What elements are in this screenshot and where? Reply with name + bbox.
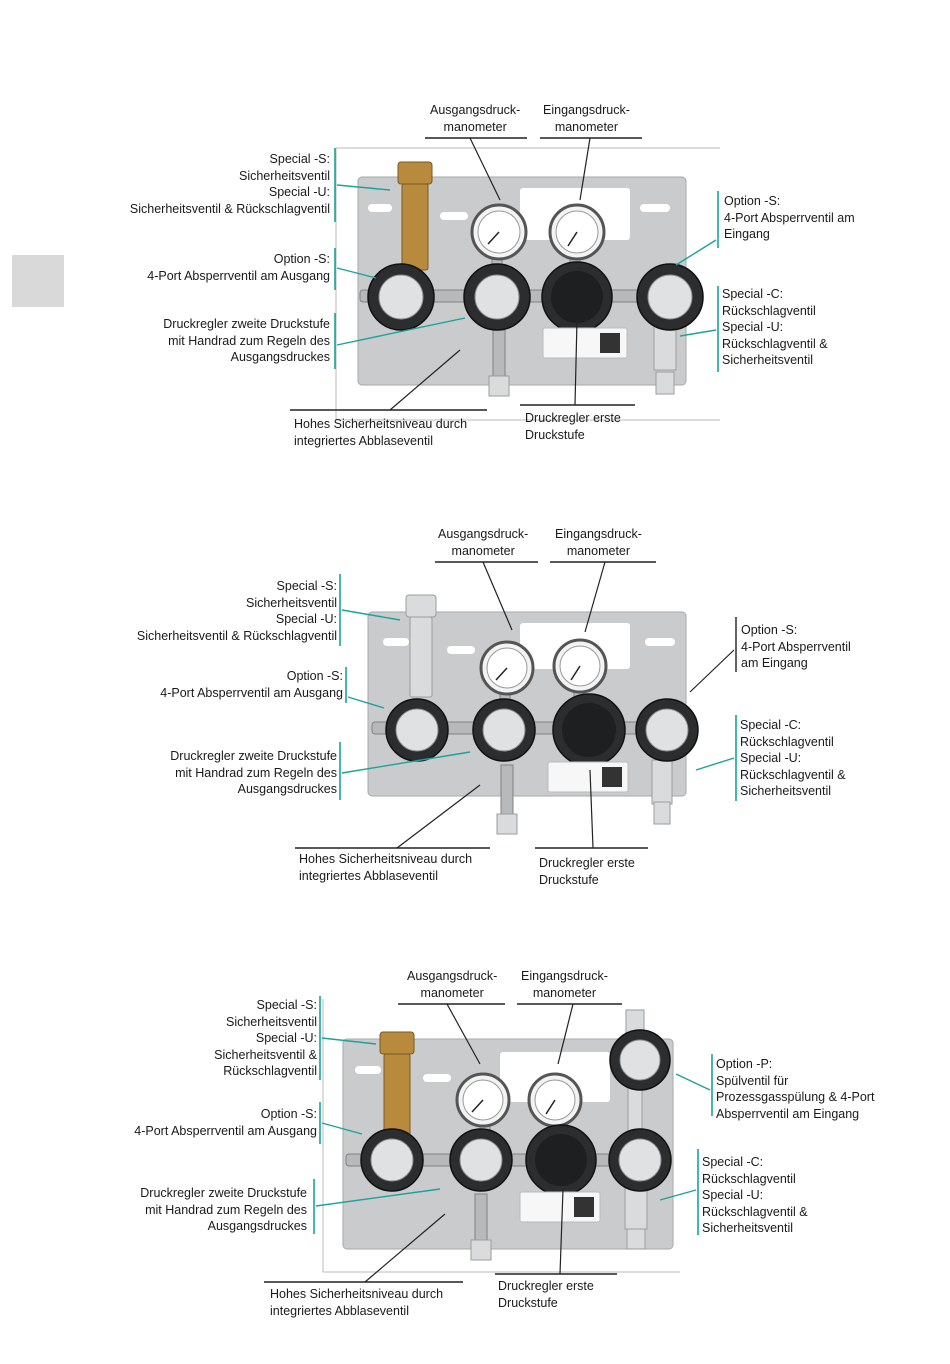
panel-3-illustration xyxy=(264,996,713,1283)
label-special-s-u: Special -S: Sicherheitsventil Special -U… xyxy=(136,579,337,643)
label-special-s-u: Special -S: Sicherheitsventil Special -U… xyxy=(129,152,330,216)
label-druckregler-erste-druckstufe: Druckregler erste Druckstufe xyxy=(498,1279,594,1310)
label-ausgangsdruck-manometer: Ausgangsdruck- manometer xyxy=(407,969,498,1000)
label-druckregler-erste-druckstufe: Druckregler erste Druckstufe xyxy=(525,411,621,442)
diagram-panel-1: Ausgangsdruck- manometer Eingangsdruck- … xyxy=(0,0,950,448)
label-option-s-eingang: Option -S: 4-Port Absperrventil am Einga… xyxy=(741,623,851,670)
label-druckregler-zweite-druckstufe: Druckregler zweite Druckstufe mit Handra… xyxy=(170,749,337,796)
chapter-tab-marker xyxy=(12,255,64,307)
label-special-c-u: Special -C: Rückschlagventil Special -U:… xyxy=(722,287,828,367)
label-option-p: Option -P: Spülventil für Prozessgasspül… xyxy=(716,1057,875,1121)
label-option-s-ausgang: Option -S: 4-Port Absperrventil am Ausga… xyxy=(160,669,343,700)
diagram-panel-2: Ausgangsdruck- manometer Eingangsdruck- … xyxy=(0,440,950,887)
label-druckregler-zweite-druckstufe: Druckregler zweite Druckstufe mit Handra… xyxy=(163,317,330,364)
diagram-panel-3: Ausgangsdruck- manometer Eingangsdruck- … xyxy=(0,924,950,1364)
label-option-s-ausgang: Option -S: 4-Port Absperrventil am Ausga… xyxy=(147,252,330,283)
label-hohes-sicherheitsniveau: Hohes Sicherheitsniveau durch integriert… xyxy=(270,1287,444,1318)
label-special-s-u: Special -S: Sicherheitsventil Special -U… xyxy=(214,998,317,1078)
label-druckregler-erste-druckstufe: Druckregler erste Druckstufe xyxy=(539,856,635,887)
label-option-s-ausgang: Option -S: 4-Port Absperrventil am Ausga… xyxy=(134,1107,317,1138)
label-hohes-sicherheitsniveau: Hohes Sicherheitsniveau durch integriert… xyxy=(299,852,473,883)
label-option-s-eingang: Option -S: 4-Port Absperrventil am Einga… xyxy=(724,194,855,241)
label-hohes-sicherheitsniveau: Hohes Sicherheitsniveau durch integriert… xyxy=(294,417,468,448)
label-druckregler-zweite-druckstufe: Druckregler zweite Druckstufe mit Handra… xyxy=(140,1186,307,1233)
label-eingangsdruck-manometer: Eingangsdruck- manometer xyxy=(543,103,630,134)
label-special-c-u: Special -C: Rückschlagventil Special -U:… xyxy=(740,718,846,798)
panel-2-illustration xyxy=(295,561,737,849)
panel-1-illustration xyxy=(290,137,720,421)
label-special-c-u: Special -C: Rückschlagventil Special -U:… xyxy=(702,1155,808,1235)
label-eingangsdruck-manometer: Eingangsdruck- manometer xyxy=(521,969,608,1000)
label-eingangsdruck-manometer: Eingangsdruck- manometer xyxy=(555,527,642,558)
label-ausgangsdruck-manometer: Ausgangsdruck- manometer xyxy=(430,103,521,134)
label-ausgangsdruck-manometer: Ausgangsdruck- manometer xyxy=(438,527,529,558)
